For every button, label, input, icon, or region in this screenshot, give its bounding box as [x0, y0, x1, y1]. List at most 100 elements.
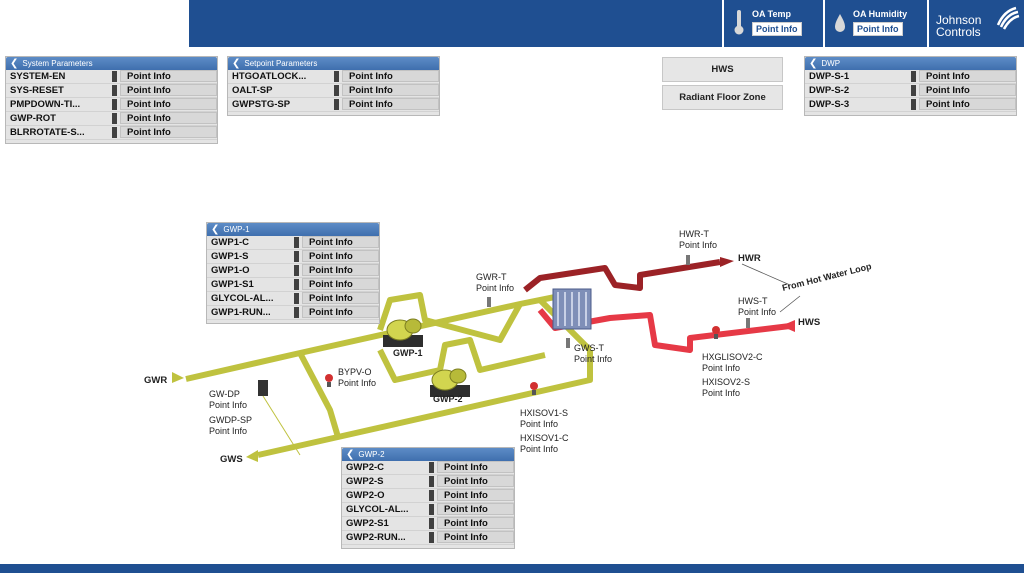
gwp2-header[interactable]: ❮ GWP-2	[342, 448, 514, 461]
gwp1-header[interactable]: ❮ GWP-1	[207, 223, 379, 236]
pump-1-icon[interactable]	[383, 318, 423, 347]
param-row: GWP1-RUN... Point Info	[207, 306, 379, 320]
oa-temp-widget[interactable]: OA Temp Point Info	[724, 0, 823, 47]
gws-t-label[interactable]: GWS-T Point Info	[574, 343, 612, 365]
point-info-value[interactable]: Point Info	[437, 531, 514, 543]
hwr-t-label[interactable]: HWR-T Point Info	[679, 229, 717, 251]
param-row: GWP2-O Point Info	[342, 489, 514, 503]
point-info-value[interactable]: Point Info	[520, 419, 559, 429]
gwp2-diagram-label: GWP-2	[433, 394, 463, 404]
point-info-value[interactable]: Point Info	[302, 250, 379, 262]
gws-temp-sensor-icon[interactable]	[566, 338, 570, 348]
point-info-value[interactable]: Point Info	[120, 84, 217, 96]
gwp1-panel: ❮ GWP-1 GWP1-C Point Info GWP1-S Point I…	[206, 222, 380, 324]
bypv-o-label[interactable]: BYPV-O Point Info	[338, 367, 376, 389]
gwdp-sp-label[interactable]: GWDP-SP Point Info	[209, 415, 252, 437]
param-row: GLYCOL-AL... Point Info	[342, 503, 514, 517]
point-info-value[interactable]: Point Info	[120, 98, 217, 110]
point-info-value[interactable]: Point Info	[679, 240, 718, 250]
point-name: HXGLISOV2-C	[702, 352, 763, 362]
heat-exchanger[interactable]	[552, 288, 592, 330]
hwr-temp-sensor-icon[interactable]	[686, 255, 690, 265]
point-info-value[interactable]: Point Info	[919, 84, 1016, 96]
oa-humidity-label: OA Humidity	[853, 9, 908, 19]
param-row: HTGOATLOCK... Point Info	[228, 70, 439, 84]
point-info-value[interactable]: Point Info	[302, 306, 379, 318]
oa-humidity-value[interactable]: Point Info	[853, 22, 903, 36]
system-parameters-header[interactable]: ❮ System Parameters	[6, 57, 217, 70]
status-indicator	[911, 85, 916, 96]
bypass-valve-icon[interactable]	[325, 374, 333, 387]
point-info-value[interactable]: Point Info	[342, 70, 439, 82]
point-info-value[interactable]: Point Info	[120, 112, 217, 124]
point-name: HXISOV1-C	[520, 433, 569, 443]
point-info-value[interactable]: Point Info	[437, 503, 514, 515]
point-info-value[interactable]: Point Info	[120, 126, 217, 138]
param-row: SYSTEM-EN Point Info	[6, 70, 217, 84]
status-indicator	[334, 71, 339, 82]
point-info-value[interactable]: Point Info	[476, 283, 515, 293]
point-info-value[interactable]: Point Info	[437, 517, 514, 529]
point-info-value[interactable]: Point Info	[342, 84, 439, 96]
gwr-temp-sensor-icon[interactable]	[487, 297, 491, 307]
chevron-left-icon[interactable]: ❮	[232, 58, 241, 69]
point-info-value[interactable]: Point Info	[302, 264, 379, 276]
point-info-value[interactable]: Point Info	[437, 475, 514, 487]
pump-2-icon[interactable]	[430, 368, 470, 397]
point-info-value[interactable]: Point Info	[302, 278, 379, 290]
param-row: PMPDOWN-TI... Point Info	[6, 98, 217, 112]
point-info-value[interactable]: Point Info	[919, 98, 1016, 110]
hxisov1-c-label[interactable]: HXISOV1-C Point Info	[520, 433, 569, 455]
point-info-value[interactable]: Point Info	[702, 388, 741, 398]
hxisov2-s-label[interactable]: HXISOV2-S Point Info	[702, 377, 750, 399]
param-name: GWP1-C	[211, 237, 249, 248]
point-info-value[interactable]: Point Info	[120, 70, 217, 82]
hxisov1-s-label[interactable]: HXISOV1-S Point Info	[520, 408, 568, 430]
point-info-value[interactable]: Point Info	[574, 354, 613, 364]
point-info-value[interactable]: Point Info	[209, 400, 248, 410]
hws-t-label[interactable]: HWS-T Point Info	[738, 296, 776, 318]
status-indicator	[112, 99, 117, 110]
point-info-value[interactable]: Point Info	[338, 378, 377, 388]
differential-pressure-sensor-icon[interactable]	[258, 380, 301, 456]
brand-line-1: Johnson	[936, 13, 982, 27]
jci-logo-icon	[996, 6, 1020, 30]
point-info-value[interactable]: Point Info	[919, 70, 1016, 82]
point-info-value[interactable]: Point Info	[520, 444, 559, 454]
point-info-value[interactable]: Point Info	[738, 307, 777, 317]
setpoint-parameters-header[interactable]: ❮ Setpoint Parameters	[228, 57, 439, 70]
chevron-left-icon[interactable]: ❮	[346, 449, 355, 460]
hws-arrow	[781, 320, 795, 332]
point-info-value[interactable]: Point Info	[209, 426, 248, 436]
gwr-t-label[interactable]: GWR-T Point Info	[476, 272, 514, 294]
point-info-value[interactable]: Point Info	[302, 292, 379, 304]
point-info-value[interactable]: Point Info	[702, 363, 741, 373]
hws-temp-sensor-icon[interactable]	[746, 318, 750, 328]
param-name: DWP-S-2	[809, 85, 850, 96]
hxglisov2-c-label[interactable]: HXGLISOV2-C Point Info	[702, 352, 763, 374]
header-divider	[927, 0, 929, 47]
gw-dp-label[interactable]: GW-DP Point Info	[209, 389, 247, 411]
panel-title: Setpoint Parameters	[244, 59, 318, 68]
chevron-left-icon[interactable]: ❮	[809, 58, 818, 69]
hot-water-return-pipes	[523, 259, 721, 293]
point-info-value[interactable]: Point Info	[437, 461, 514, 473]
hxglisov2-valve-icon[interactable]	[712, 326, 720, 339]
chevron-left-icon[interactable]: ❮	[10, 58, 19, 69]
point-info-value[interactable]: Point Info	[342, 98, 439, 110]
oa-humidity-widget[interactable]: OA Humidity Point Info	[825, 0, 927, 47]
param-row: GWPSTG-SP Point Info	[228, 98, 439, 112]
status-indicator	[294, 307, 299, 318]
dwp-header[interactable]: ❮ DWP	[805, 57, 1016, 70]
point-info-value[interactable]: Point Info	[437, 489, 514, 501]
chevron-left-icon[interactable]: ❮	[211, 224, 220, 235]
param-name: GWP1-S1	[211, 279, 254, 290]
radiant-floor-zone-button[interactable]: Radiant Floor Zone	[662, 85, 783, 110]
hws-button[interactable]: HWS	[662, 57, 783, 82]
hxisov1-valve-icon[interactable]	[530, 382, 538, 395]
point-info-value[interactable]: Point Info	[302, 236, 379, 248]
oa-temp-value[interactable]: Point Info	[752, 22, 802, 36]
hwr-label: HWR	[738, 253, 761, 264]
point-name: HXISOV2-S	[702, 377, 751, 387]
param-row: GWP1-S1 Point Info	[207, 278, 379, 292]
